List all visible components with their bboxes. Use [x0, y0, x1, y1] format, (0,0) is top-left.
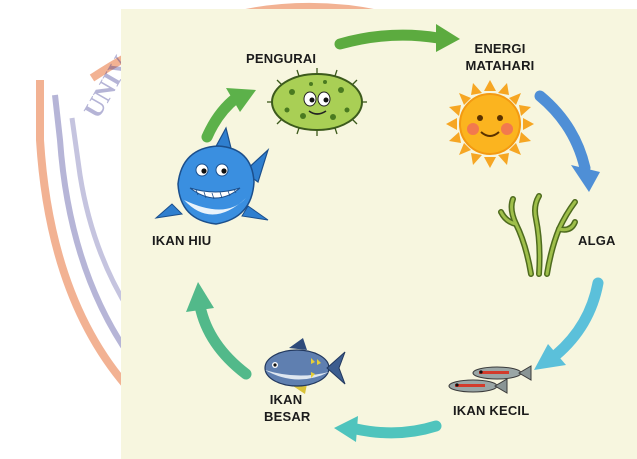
cycle-arrow-alga-to-ikan-kecil [534, 283, 598, 370]
node-label-ikan-kecil: IKAN KECIL [453, 402, 529, 419]
node-label-ikan-hiu: IKAN HIU [152, 232, 211, 249]
seaweed-icon [501, 196, 575, 274]
node-label-energi-line1: ENERGI [460, 40, 540, 57]
node-label-ikan-besar-line2: BESAR [264, 408, 308, 425]
small-fish-icon [449, 366, 531, 393]
node-label-ikan-besar-line1: IKAN [264, 391, 308, 408]
shark-icon [156, 128, 268, 224]
cycle-arrow-ikan-hiu-to-pengurai [207, 88, 256, 137]
bacteria-icon [267, 68, 367, 136]
cycle-arrow-ikan-kecil-to-ikan-besar [334, 416, 436, 442]
node-label-energi-line2: MATAHARI [460, 57, 540, 74]
node-label-energi-matahari: ENERGI MATAHARI [460, 40, 540, 74]
cycle-arrow-pengurai-to-energi [340, 24, 460, 52]
node-label-alga: ALGA [578, 232, 616, 249]
tuna-icon [265, 338, 345, 394]
cycle-arrow-ikan-besar-to-ikan-hiu [186, 282, 246, 374]
cycle-arrow-energi-to-alga [540, 96, 600, 192]
node-label-pengurai: PENGURAI [246, 50, 316, 67]
sun-icon [446, 80, 534, 168]
node-label-ikan-besar: IKAN BESAR [264, 391, 308, 425]
